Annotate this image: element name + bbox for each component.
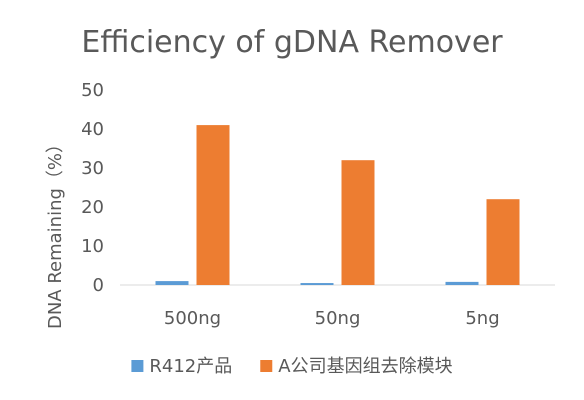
y-tick-label: 40: [81, 119, 104, 140]
chart-title: Efficiency of gDNA Remover: [81, 25, 503, 60]
legend-label: R412产品: [149, 356, 232, 377]
y-tick-label: 50: [81, 80, 104, 101]
x-tick-label: 5ng: [465, 308, 499, 329]
bar-5ng-series-1: [445, 281, 479, 285]
bar-50ng-series-1: [300, 283, 334, 285]
legend-item-1: R412产品: [131, 356, 232, 377]
legend-swatch: [260, 360, 273, 372]
x-axis-ticks: 500ng 50ng 5ng: [164, 308, 500, 329]
x-tick-label: 50ng: [315, 308, 361, 329]
y-axis-ticks: 0 10 20 30 40 50: [81, 80, 104, 296]
y-tick-label: 20: [81, 197, 104, 218]
bars: [155, 125, 520, 285]
legend-label: A公司基因组去除模块: [278, 356, 452, 377]
legend-item-2: A公司基因组去除模块: [260, 356, 453, 377]
bar-5ng-series-2: [486, 199, 520, 285]
y-tick-label: 0: [93, 275, 104, 296]
legend-swatch: [131, 360, 144, 372]
y-tick-label: 30: [81, 158, 104, 179]
legend: R412产品 A公司基因组去除模块: [131, 356, 453, 377]
bar-50ng-series-2: [341, 160, 375, 285]
y-tick-label: 10: [81, 236, 104, 257]
bar-500ng-series-2: [196, 125, 230, 285]
bar-500ng-series-1: [155, 281, 189, 285]
y-axis-title: DNA Remaining（%）: [45, 135, 66, 329]
x-tick-label: 500ng: [164, 308, 221, 329]
